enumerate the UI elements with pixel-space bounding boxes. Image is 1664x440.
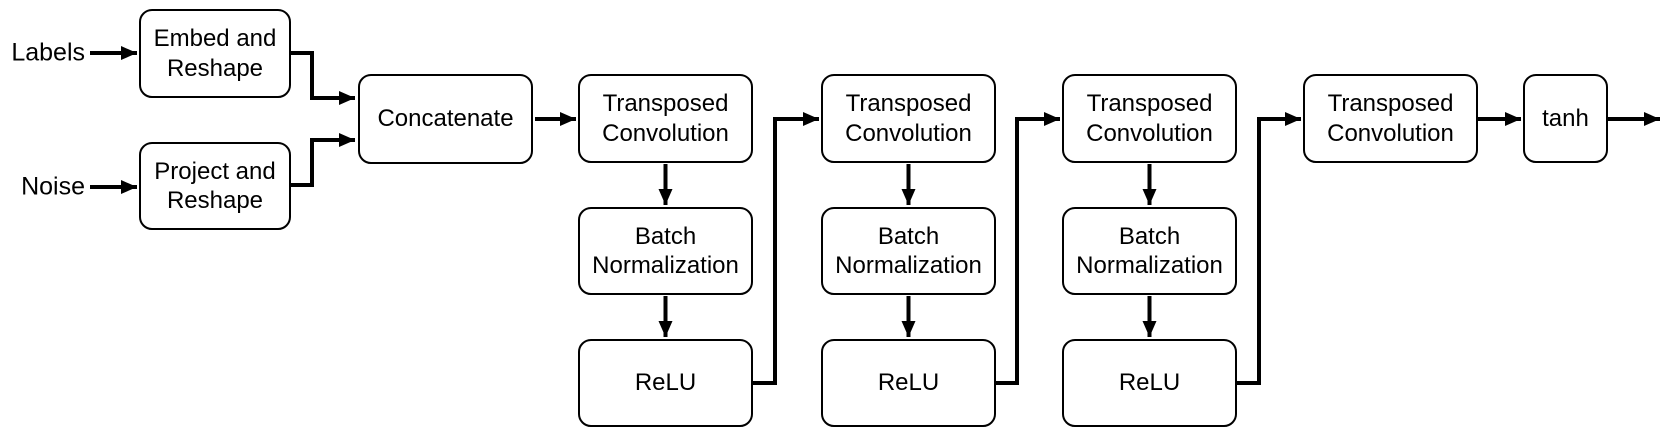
node-label: Batch Normalization: [1076, 222, 1223, 279]
input-label-noise: Noise: [21, 172, 85, 201]
node-project-and-reshape: Project and Reshape: [139, 142, 291, 230]
node-relu-3: ReLU: [1062, 339, 1237, 427]
node-label: ReLU: [877, 369, 940, 397]
node-label: Embed and Reshape: [153, 25, 277, 82]
node-transposed-convolution-1: Transposed Convolution: [578, 74, 753, 163]
arrow-relu-2-to-transposed-conv-3: [996, 112, 1060, 385]
node-transposed-convolution-2: Transposed Convolution: [821, 74, 996, 163]
node-tanh: tanh: [1523, 74, 1608, 163]
node-label: Transposed Convolution: [1086, 90, 1213, 147]
node-label: Transposed Convolution: [602, 90, 729, 147]
node-transposed-convolution-4: Transposed Convolution: [1303, 74, 1478, 163]
input-label-labels: Labels: [11, 38, 85, 67]
node-transposed-convolution-3: Transposed Convolution: [1062, 74, 1237, 163]
node-embed-and-reshape: Embed and Reshape: [139, 9, 291, 98]
node-label: ReLU: [634, 369, 697, 397]
node-label: Concatenate: [377, 105, 514, 133]
node-label: Project and Reshape: [154, 157, 276, 214]
node-label: Transposed Convolution: [1327, 90, 1454, 147]
arrow-relu-1-to-transposed-conv-2: [753, 112, 819, 385]
node-label: Batch Normalization: [592, 222, 739, 279]
node-concatenate: Concatenate: [358, 74, 533, 164]
arrow-project-to-concatenate: [291, 133, 355, 187]
node-batch-normalization-1: Batch Normalization: [578, 207, 753, 295]
node-relu-1: ReLU: [578, 339, 753, 427]
node-batch-normalization-2: Batch Normalization: [821, 207, 996, 295]
arrow-relu-3-to-transposed-conv-4: [1237, 112, 1301, 385]
node-label: tanh: [1542, 104, 1589, 132]
node-relu-2: ReLU: [821, 339, 996, 427]
node-label: ReLU: [1118, 369, 1181, 397]
node-label: Transposed Convolution: [845, 90, 972, 147]
node-batch-normalization-3: Batch Normalization: [1062, 207, 1237, 295]
node-label: Batch Normalization: [835, 222, 982, 279]
arrow-embed-to-concatenate: [291, 51, 355, 105]
